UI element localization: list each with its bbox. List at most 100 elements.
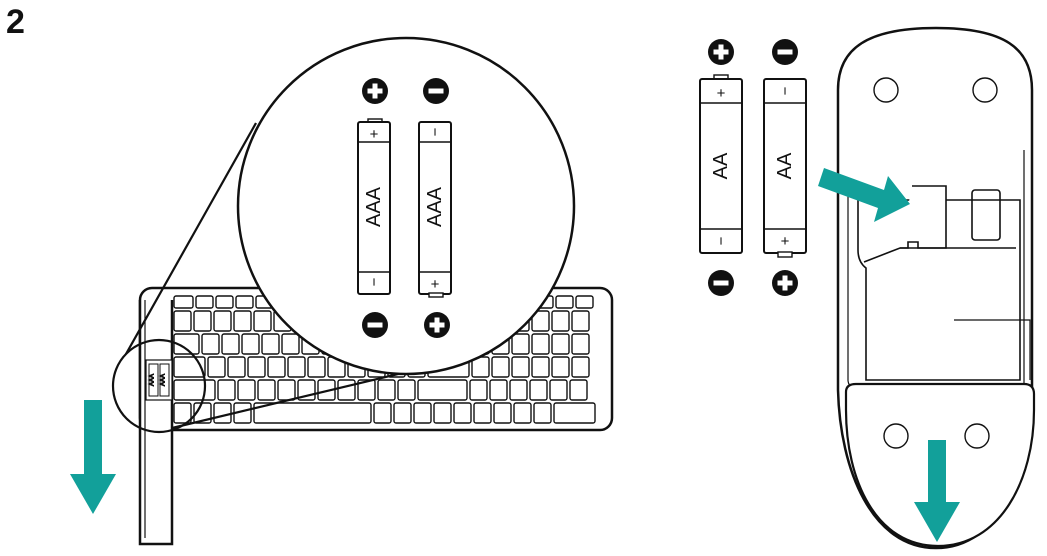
keyboard-key: [253, 310, 272, 332]
mouse-slide-down-arrow: [914, 440, 960, 542]
keyboard-key: [235, 295, 254, 309]
keyboard-key: [529, 379, 548, 401]
keyboard-key: [221, 333, 240, 355]
keyboard-key: [287, 356, 306, 378]
keyboard-slide-down-arrow: [70, 400, 116, 514]
mouse-minus-symbol-top: [772, 39, 798, 65]
keyboard-key: [337, 379, 356, 401]
keyboard-key: [555, 295, 574, 309]
mouse-foot-bottom-right: [964, 423, 990, 449]
keyboard-key: [193, 310, 212, 332]
keyboard-key: [233, 310, 252, 332]
aa-battery-2-label: AA: [774, 152, 796, 179]
keyboard-key: [511, 356, 530, 378]
keyboard-key: [569, 379, 588, 401]
mouse-minus-symbol-bottom: [708, 270, 734, 296]
keyboard-key: [201, 333, 220, 355]
keyboard-key: [257, 379, 276, 401]
aa-battery-2: [763, 78, 807, 258]
keyboard-key: [207, 356, 226, 378]
aaa-battery-1-plus: +: [370, 126, 379, 143]
keyboard-key: [453, 402, 472, 424]
keyboard-minus-symbol-top: [423, 78, 449, 104]
keyboard-key: [511, 333, 530, 355]
keyboard-minus-symbol-bottom: [362, 312, 388, 338]
keyboard-key: [173, 310, 192, 332]
mouse-foot-top-left: [873, 77, 899, 103]
mouse-plus-symbol-bottom: [772, 270, 798, 296]
keyboard-key: [553, 402, 596, 424]
mouse-underside: [836, 26, 1036, 550]
keyboard-key: [575, 295, 594, 309]
keyboard-key: [241, 333, 260, 355]
keyboard-key: [397, 379, 416, 401]
keyboard-plus-symbol-top: [362, 78, 388, 104]
keyboard-key: [173, 333, 200, 355]
aaa-battery-1: [357, 118, 391, 295]
keyboard-key: [247, 356, 266, 378]
keyboard-key: [227, 356, 246, 378]
keyboard-key: [551, 310, 570, 332]
keyboard-key: [433, 402, 452, 424]
aa-battery-2-minus: −: [777, 86, 794, 95]
keyboard-key: [377, 379, 396, 401]
aa-battery-1: [699, 74, 743, 254]
aaa-battery-2-minus: −: [427, 127, 444, 136]
keyboard-key: [253, 402, 372, 424]
aaa-battery-2-plus: +: [431, 276, 440, 293]
keyboard-key: [297, 379, 316, 401]
keyboard-key: [267, 356, 286, 378]
keyboard-key: [533, 402, 552, 424]
keyboard-key: [531, 356, 550, 378]
keyboard-key: [513, 402, 532, 424]
keyboard-battery-slot: [145, 359, 173, 401]
keyboard-key: [373, 402, 392, 424]
keyboard-key: [551, 356, 570, 378]
keyboard-key: [357, 379, 376, 401]
zoom-source-circle: [111, 338, 207, 434]
keyboard-key: [493, 402, 512, 424]
mouse-battery-well: [857, 199, 1021, 381]
keyboard-key: [571, 333, 590, 355]
zoom-circle: + − AAA − + AAA: [236, 36, 576, 376]
mouse-plus-symbol-top: [708, 39, 734, 65]
keyboard-key: [237, 379, 256, 401]
small-battery-label-1: AAA: [150, 374, 156, 386]
keyboard-key: [551, 333, 570, 355]
keyboard-key: [281, 333, 300, 355]
aa-battery-1-plus: +: [717, 85, 726, 102]
keyboard-key: [491, 356, 510, 378]
keyboard-key: [489, 379, 508, 401]
keyboard-key: [417, 379, 468, 401]
aa-battery-1-label: AA: [710, 152, 732, 179]
keyboard-key: [173, 295, 194, 309]
mouse-foot-top-right: [972, 77, 998, 103]
mouse-foot-bottom-left: [883, 423, 909, 449]
aaa-battery-1-minus: −: [366, 277, 383, 286]
aa-battery-1-minus: −: [713, 236, 730, 245]
keyboard-key: [393, 402, 412, 424]
keyboard-key: [217, 379, 236, 401]
keyboard-key: [213, 310, 232, 332]
keyboard-key: [509, 379, 528, 401]
keyboard-key: [571, 356, 590, 378]
step-number: 2: [6, 3, 25, 41]
mouse-insert-arrow: [818, 168, 910, 222]
keyboard-key: [173, 402, 192, 424]
keyboard-key: [531, 333, 550, 355]
keyboard-key: [173, 356, 206, 378]
mouse-power-switch: [971, 189, 1001, 241]
keyboard-key: [549, 379, 568, 401]
keyboard-key: [215, 295, 234, 309]
aaa-battery-2-label: AAA: [424, 186, 446, 227]
keyboard-key: [195, 295, 214, 309]
keyboard-plus-symbol-bottom: [424, 312, 450, 338]
small-battery-label-2: AAA: [161, 374, 167, 386]
aaa-battery-2: [418, 121, 452, 298]
keyboard-key: [173, 379, 216, 401]
keyboard-key: [473, 402, 492, 424]
aaa-battery-1-label: AAA: [363, 186, 385, 227]
keyboard-key: [531, 310, 550, 332]
keyboard-key: [307, 356, 326, 378]
